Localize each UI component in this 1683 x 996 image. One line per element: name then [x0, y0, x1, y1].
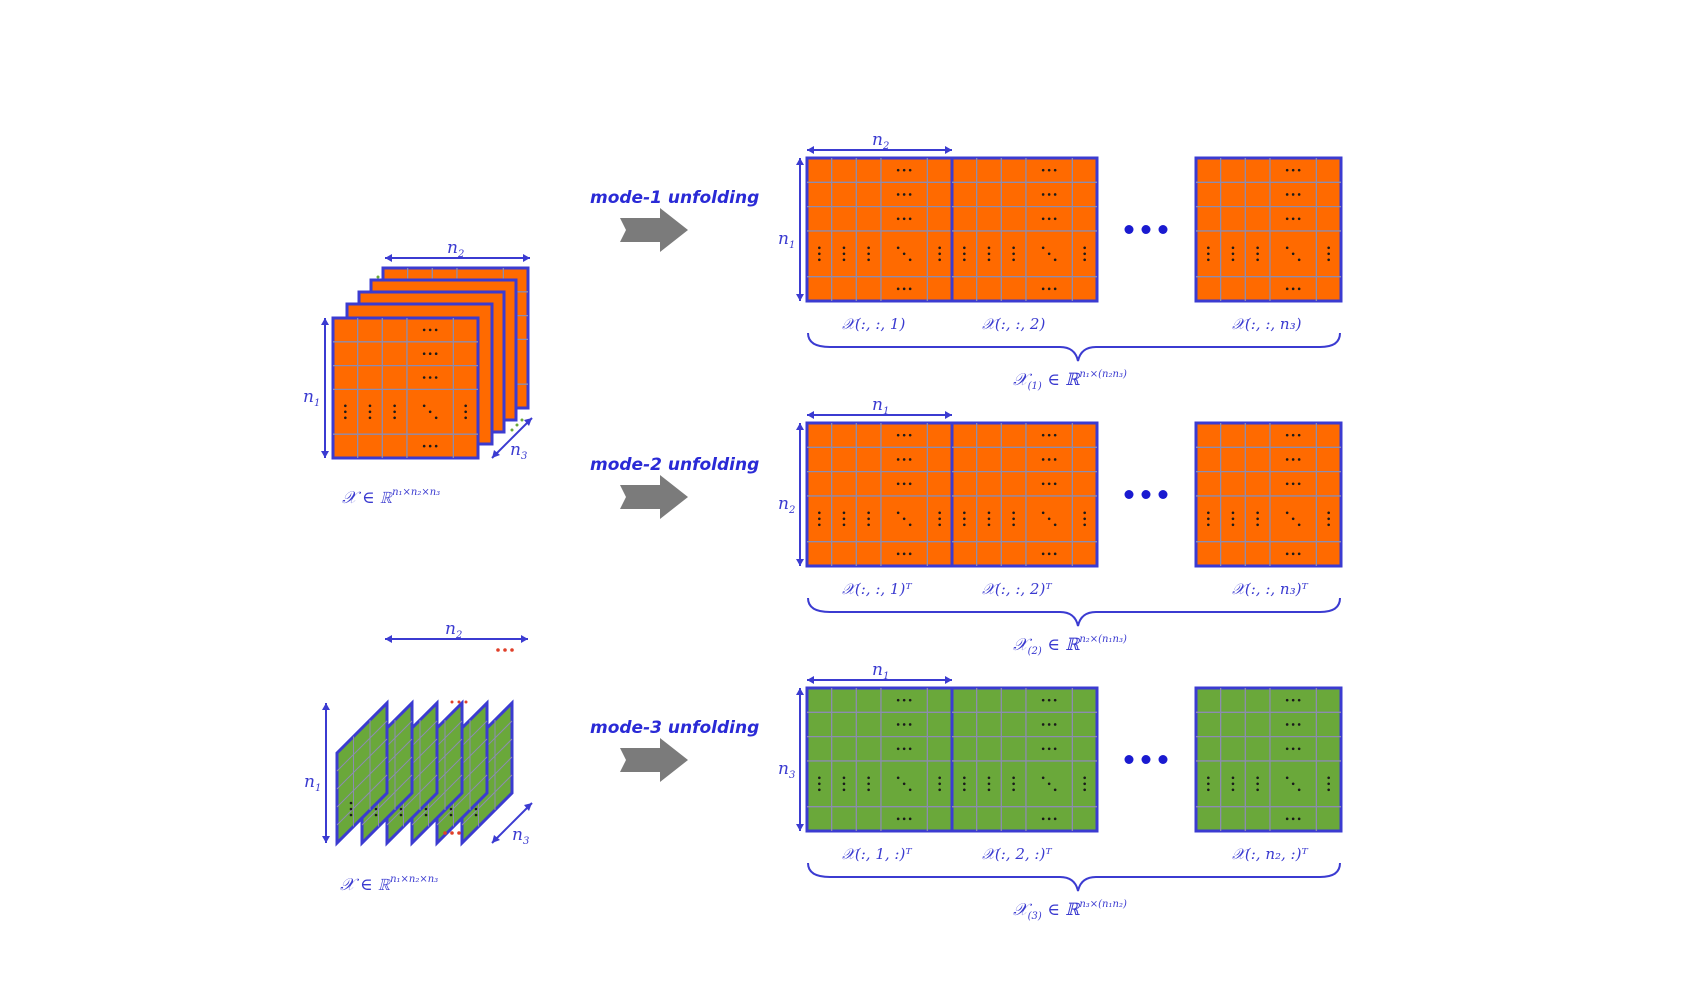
mode3-brace — [807, 862, 1341, 892]
slice-gap-dot — [510, 648, 514, 652]
mode2-block-3-frame — [1194, 421, 1343, 568]
tensor-depth-dot — [515, 423, 519, 427]
mode2-slice-label-2: 𝒳(:, :, 2)ᵀ — [982, 580, 1052, 598]
mode1-result: 𝒳(1) ∈ ℝn₁×(n₂n₃) — [1013, 369, 1127, 392]
slice-gap-dot — [443, 831, 447, 835]
tensor-bottom-n3-label: n3 — [512, 825, 529, 847]
mode2-slice-label-1: 𝒳(:, :, 1)ᵀ — [842, 580, 912, 598]
mode2-ellipsis-dot — [1124, 490, 1134, 499]
mode3-ellipsis-dot — [1124, 755, 1134, 764]
mode3-block-2 — [950, 686, 1099, 833]
mode3-top-dim: n1 — [872, 660, 889, 682]
mode3-side-dim: n3 — [778, 759, 795, 781]
green-slice-face — [335, 699, 389, 847]
mode2-block-1-frame — [805, 421, 954, 568]
mode3-slice-label-3: 𝒳(:, n₂, :)ᵀ — [1232, 845, 1308, 863]
mode3-slice-label-2: 𝒳(:, 2, :)ᵀ — [982, 845, 1052, 863]
mode1-top-dim: n2 — [872, 130, 889, 152]
slice-gap-dot — [450, 831, 454, 835]
mode1-slice-label-3: 𝒳(:, :, n₃) — [1232, 315, 1302, 333]
mode1-ellipsis-dot — [1141, 225, 1151, 234]
mode1-ellipsis-dot — [1124, 225, 1134, 234]
slice-gap-dot — [464, 700, 468, 704]
mode3-block-3-frame — [1194, 686, 1343, 833]
mode3-block-3 — [1194, 686, 1343, 833]
tensor-cube-orange — [331, 266, 530, 460]
mode1-slice-label-1: 𝒳(:, :, 1) — [842, 315, 905, 333]
mode2-block-1 — [805, 421, 954, 568]
mode3-block-1 — [805, 686, 954, 833]
mode2-ellipsis-dot — [1141, 490, 1151, 499]
mode1-brace — [807, 332, 1341, 362]
mode3-block-2-frame — [950, 686, 1099, 833]
slice-gap-dot — [496, 648, 500, 652]
mode3-label: mode-3 unfolding — [590, 718, 759, 738]
mode3-slice-label-1: 𝒳(:, 1, :)ᵀ — [842, 845, 912, 863]
mode2-result: 𝒳(2) ∈ ℝn₂×(n₁n₃) — [1013, 634, 1127, 657]
tensor-top-n3-arrow — [491, 417, 533, 459]
tensor-top-n2-arrow — [385, 254, 530, 262]
green-slice-6 — [335, 699, 389, 847]
tensor-top-space: 𝒳 ∈ ℝn₁×n₂×n₃ — [342, 487, 440, 508]
tensor-top-n2-label: n2 — [447, 238, 464, 260]
tensor-bottom-space: 𝒳 ∈ ℝn₁×n₂×n₃ — [340, 874, 438, 895]
tensor-front-face-frame — [331, 316, 480, 460]
mode2-brace — [807, 597, 1341, 627]
tensor-bottom-n1-arrow — [322, 703, 330, 843]
tensor-top-n3-label: n3 — [510, 440, 527, 462]
mode3-block-1-frame — [805, 686, 954, 833]
tensor-bottom-n2-arrow — [385, 635, 528, 643]
tensor-top-n1-label: n1 — [303, 387, 320, 409]
mode1-block-3-frame — [1194, 156, 1343, 303]
row-mode2: mode-2 unfolding n1 n2𝒳(:, :, 1)ᵀ 𝒳(:, :, 2… — [590, 395, 1343, 657]
mode2-side-dim: n2 — [778, 494, 795, 516]
mode1-block-1 — [805, 156, 954, 303]
mode1-side-dim: n1 — [778, 229, 795, 251]
tensor-top-n1-arrow — [321, 318, 329, 458]
mode1-label: mode-1 unfolding — [590, 188, 759, 208]
mode1-block-2-frame — [950, 156, 1099, 303]
mode3-result: 𝒳(3) ∈ ℝn₃×(n₁n₂) — [1013, 899, 1127, 922]
mode3-ellipsis-dot — [1158, 755, 1168, 764]
tensor-depth-dot — [520, 418, 524, 422]
mode1-ellipsis-dot — [1158, 225, 1168, 234]
slice-gap-dot — [457, 831, 461, 835]
mode1-block-2 — [950, 156, 1099, 303]
tensor-bottom-n3-arrow — [491, 802, 533, 844]
tensor-depth-dot — [376, 275, 380, 279]
slice-gap-dot — [457, 700, 461, 704]
mode1-block-3 — [1194, 156, 1343, 303]
mode2-slice-label-3: 𝒳(:, :, n₃)ᵀ — [1232, 580, 1308, 598]
mode2-block-2 — [950, 421, 1099, 568]
mode2-ellipsis-dot — [1158, 490, 1168, 499]
mode2-block-3 — [1194, 421, 1343, 568]
tensor-slices-green — [335, 648, 514, 847]
tensor-bottom-n1-label: n1 — [304, 772, 321, 794]
row-mode1: mode-1 unfolding n2 n1𝒳(:, :, 1) 𝒳(:, :, 2)… — [590, 130, 1343, 392]
mode3-arrow — [620, 738, 688, 782]
mode2-top-dim: n1 — [872, 395, 889, 417]
slice-gap-dot — [503, 648, 507, 652]
mode2-block-2-frame — [950, 421, 1099, 568]
mode1-block-1-frame — [805, 156, 954, 303]
mode1-arrow — [620, 208, 688, 252]
tensor-front-face — [331, 316, 480, 460]
tensor-bottom-n2-label: n2 — [445, 619, 462, 641]
mode2-label: mode-2 unfolding — [590, 455, 759, 475]
mode1-slice-label-2: 𝒳(:, :, 2) — [982, 315, 1045, 333]
slice-gap-dot — [450, 700, 454, 704]
row-mode3: mode-3 unfolding n1 n3𝒳(:, 1, :)ᵀ 𝒳(:, 2, :… — [590, 660, 1343, 922]
tensor-depth-dot — [510, 428, 514, 432]
mode3-ellipsis-dot — [1141, 755, 1151, 764]
mode2-arrow — [620, 475, 688, 519]
